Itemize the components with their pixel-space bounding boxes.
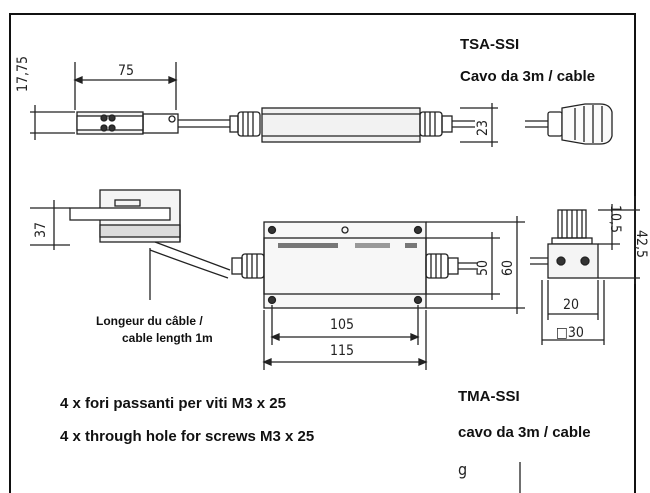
holes-note-italian: 4 x fori passanti per viti M3 x 25	[60, 395, 286, 412]
holes-note-english: 4 x through hole for screws M3 x 25	[60, 428, 315, 445]
dim-box-outer-height: 60	[500, 259, 516, 276]
tma-sensor-head	[30, 189, 231, 300]
dim-box-inner-height: 50	[475, 259, 491, 276]
tsa-title: TSA-SSI	[460, 36, 520, 53]
dim-top-body-height: 23	[475, 119, 491, 136]
tma-cable-label: cavo da 3m / cable	[458, 424, 591, 441]
dim-top-width: 75	[118, 63, 135, 79]
dim-side-square: □30	[556, 325, 584, 341]
tsa-cable-label: Cavo da 3m / cable	[460, 68, 596, 85]
cable-note-line2: cable length 1m	[122, 331, 213, 345]
tsa-sensor-head	[30, 62, 230, 140]
page-letter: g	[458, 460, 468, 479]
tma-electronics-box	[231, 216, 525, 370]
dim-side-width: 20	[563, 297, 580, 313]
tsa-electronics-housing	[229, 103, 498, 147]
cable-note-line1: Longeur du câble /	[96, 314, 203, 328]
dim-top-height: 17,75	[15, 55, 31, 92]
dim-side-a: 10,5	[607, 205, 623, 234]
dim-box-inner-width: 105	[330, 317, 355, 333]
dim-side-b: 42,5	[633, 230, 649, 259]
dim-box-outer-width: 115	[330, 343, 355, 359]
tma-title: TMA-SSI	[458, 388, 520, 405]
dim-lower-height: 37	[33, 221, 49, 238]
tma-side-view	[530, 196, 640, 345]
tsa-cable-connector	[525, 103, 613, 145]
